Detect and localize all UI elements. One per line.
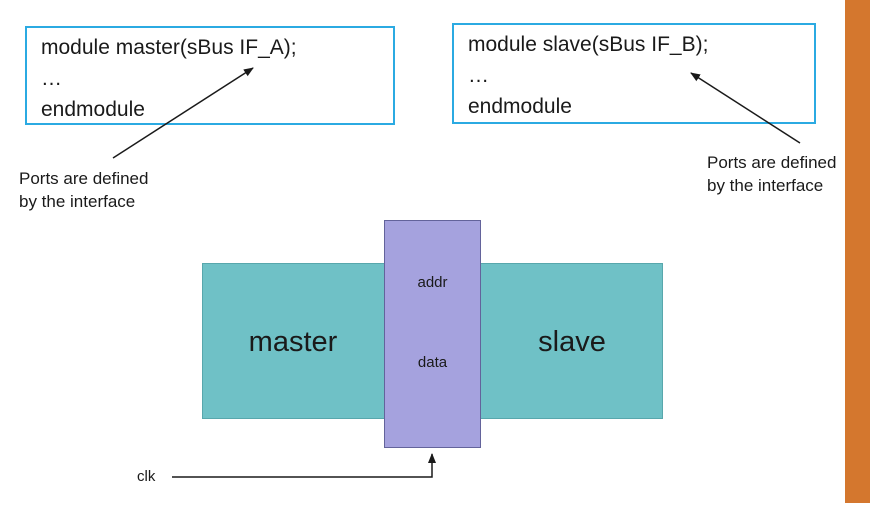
addr-signal-label: addr: [417, 274, 448, 291]
annotation-line: Ports are defined: [19, 169, 149, 188]
clk-signal-label: clk: [137, 468, 156, 485]
annotation-ports-left: Ports are defined by the interface: [19, 167, 148, 213]
master-block-label: master: [248, 326, 338, 358]
code-line: endmodule: [41, 98, 145, 121]
annotation-line: Ports are defined: [707, 153, 837, 172]
annotation-line: by the interface: [19, 192, 136, 211]
clk-arrow: [172, 453, 436, 478]
annotation-ports-right: Ports are defined by the interface: [707, 151, 836, 197]
code-line: module slave(sBus IF_B);: [468, 33, 709, 56]
code-box-master: module master(sBus IF_A); … endmodule: [25, 26, 395, 125]
orange-accent-bar: [845, 0, 870, 503]
code-line: endmodule: [468, 95, 572, 118]
code-box-slave: module slave(sBus IF_B); … endmodule: [452, 23, 816, 124]
annotation-line: by the interface: [707, 176, 824, 195]
slave-block-label: slave: [538, 326, 606, 358]
code-line: module master(sBus IF_A);: [41, 36, 297, 59]
code-line: …: [468, 64, 489, 87]
code-line: …: [41, 67, 62, 90]
data-signal-label: data: [417, 354, 448, 371]
interface-bus-rect: addr data: [384, 220, 481, 448]
